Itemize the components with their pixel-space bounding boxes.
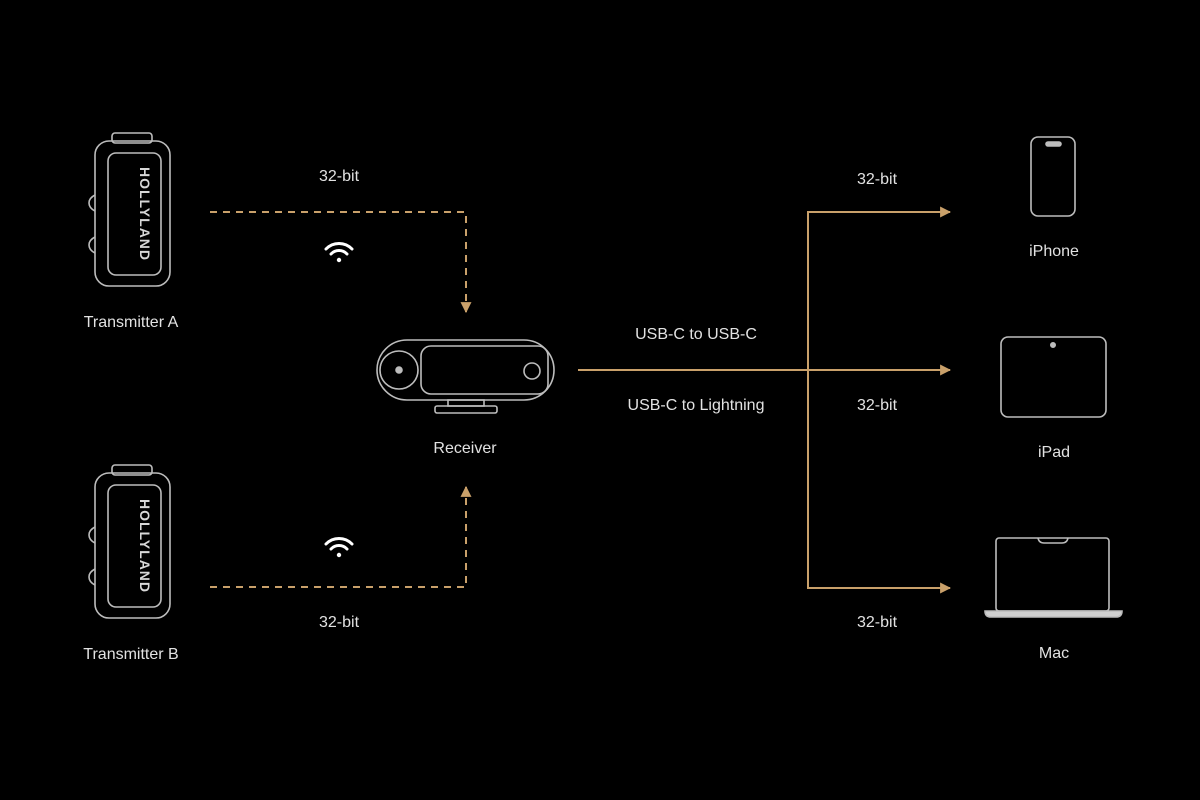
transmitter-b-brand: HOLLYLAND: [137, 499, 153, 593]
cable-to-iphone: [807, 206, 952, 370]
receiver-label: Receiver: [433, 440, 497, 457]
ipad-icon: [1000, 336, 1107, 418]
transmitter-a-brand: HOLLYLAND: [137, 167, 153, 261]
wireless-link-a: [210, 211, 472, 314]
tx-b-bitdepth-label: 32-bit: [318, 614, 360, 631]
mac-laptop-icon: [984, 537, 1123, 618]
cable-usbc-label: USB-C to USB-C: [635, 326, 757, 343]
transmitter-b-icon: HOLLYLAND: [88, 464, 171, 619]
iphone-icon: [1030, 136, 1076, 217]
receiver-icon: [376, 339, 555, 414]
output-cable-lines: [578, 206, 952, 594]
transmitter-a-label: Transmitter A: [83, 314, 179, 331]
iphone-bitdepth-label: 32-bit: [856, 171, 898, 188]
wifi-icon: [324, 242, 354, 263]
cable-to-mac: [807, 370, 952, 594]
mac-bitdepth-label: 32-bit: [856, 614, 898, 631]
iphone-label: iPhone: [1029, 243, 1079, 260]
ipad-bitdepth-label: 32-bit: [856, 397, 898, 414]
tx-a-bitdepth-label: 32-bit: [318, 168, 360, 185]
transmitter-a-icon: HOLLYLAND: [88, 132, 171, 287]
cable-lightning-label: USB-C to Lightning: [627, 397, 765, 414]
ipad-label: iPad: [1037, 444, 1071, 461]
wifi-icon: [324, 537, 354, 558]
mac-label: Mac: [1038, 645, 1070, 662]
transmitter-b-label: Transmitter B: [83, 646, 179, 663]
